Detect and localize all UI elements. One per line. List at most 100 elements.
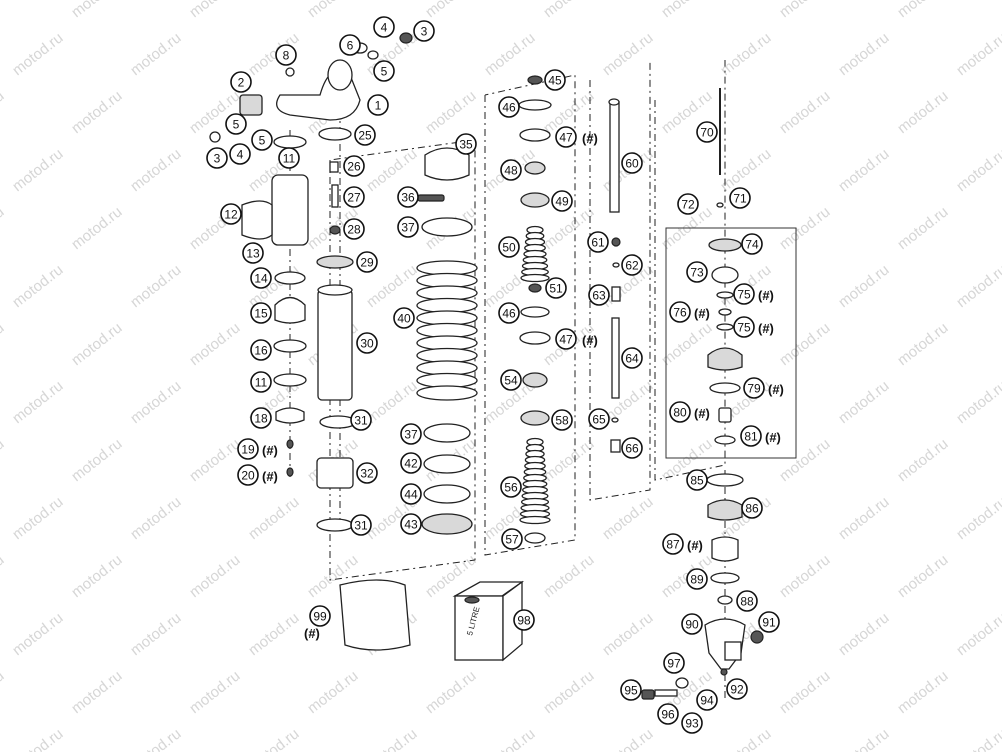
svg-text:35: 35 [459,138,473,152]
note-marker-20: (#) [262,469,278,484]
svg-text:65: 65 [592,413,606,427]
svg-text:79: 79 [747,382,761,396]
callout-30: 30 [356,332,378,354]
callout-90: 90 [681,613,703,635]
svg-text:98: 98 [517,614,531,628]
svg-text:15: 15 [254,307,268,321]
svg-text:12: 12 [224,208,238,222]
callout-44: 44 [400,483,422,505]
spring-coil [416,385,478,401]
callout-93: 93 [681,712,703,734]
svg-text:28: 28 [347,223,361,237]
callout-85: 85 [686,469,708,491]
callout-11: 11 [278,147,300,169]
callout-5: 5 [251,129,273,151]
callout-5: 5 [373,60,395,82]
note-marker-87: (#) [687,538,703,553]
note-marker-47: (#) [582,333,598,348]
svg-text:4: 4 [381,21,388,35]
svg-text:6: 6 [347,39,354,53]
svg-text:89: 89 [690,573,704,587]
svg-text:29: 29 [360,256,374,270]
callout-27: 27 [343,186,365,208]
callout-3: 3 [413,20,435,42]
note-marker-47: (#) [582,131,598,146]
callout-42: 42 [400,452,422,474]
callout-98: 98 [513,609,535,631]
spring-column-parts [416,147,478,535]
callout-48: 48 [500,159,522,181]
svg-text:76: 76 [673,306,687,320]
callout-15: 15 [250,302,272,324]
svg-text:27: 27 [347,191,361,205]
callout-35: 35 [455,133,477,155]
callout-26: 26 [343,155,365,177]
svg-text:99: 99 [313,610,327,624]
svg-text:32: 32 [360,467,374,481]
callout-31: 31 [350,409,372,431]
callout-62: 62 [621,254,643,276]
svg-text:36: 36 [401,191,415,205]
callout-2: 2 [230,71,252,93]
callout-20: 20 [237,464,259,486]
note-marker-99: (#) [304,626,320,641]
callout-6: 6 [339,34,361,56]
svg-text:16: 16 [254,344,268,358]
svg-text:43: 43 [404,518,418,532]
svg-text:45: 45 [548,74,562,88]
svg-text:37: 37 [404,428,418,442]
callout-70: 70 [696,121,718,143]
callout-4: 4 [373,16,395,38]
svg-text:74: 74 [745,238,759,252]
svg-text:70: 70 [700,126,714,140]
coil-spring [416,260,478,401]
callout-5: 5 [225,113,247,135]
svg-text:57: 57 [505,533,519,547]
note-marker-19: (#) [262,443,278,458]
callout-96: 96 [657,703,679,725]
svg-text:71: 71 [733,192,747,206]
callout-28: 28 [343,218,365,240]
callout-95: 95 [620,679,642,701]
callout-18: 18 [250,407,272,429]
svg-text:75: 75 [737,288,751,302]
callout-97: 97 [663,652,685,674]
callout-73: 73 [686,261,708,283]
callout-65: 65 [588,408,610,430]
callout-60: 60 [621,152,643,174]
callout-91: 91 [758,611,780,633]
svg-text:80: 80 [673,406,687,420]
svg-text:20: 20 [241,469,255,483]
svg-text:58: 58 [555,414,569,428]
svg-text:14: 14 [254,272,268,286]
callout-61: 61 [587,231,609,253]
right-column-parts [641,88,797,700]
callout-54: 54 [500,369,522,391]
callout-29: 29 [356,251,378,273]
svg-text:64: 64 [625,352,639,366]
callout-49: 49 [551,190,573,212]
svg-text:46: 46 [502,101,516,115]
svg-text:2: 2 [238,76,245,90]
svg-text:44: 44 [404,488,418,502]
left-column-parts [209,32,413,532]
shim-stack-lower [519,437,551,525]
callout-37: 37 [400,423,422,445]
svg-text:5: 5 [381,65,388,79]
callout-63: 63 [588,284,610,306]
svg-text:47: 47 [559,333,573,347]
callout-43: 43 [400,513,422,535]
svg-text:25: 25 [358,129,372,143]
callout-31: 31 [350,514,372,536]
callout-12: 12 [220,203,242,225]
note-marker-80: (#) [694,406,710,421]
svg-text:4: 4 [237,148,244,162]
note-marker-75: (#) [758,288,774,303]
callout-94: 94 [696,689,718,711]
svg-text:3: 3 [214,152,221,166]
callout-36: 36 [397,186,419,208]
svg-text:73: 73 [690,266,704,280]
callout-87: 87 [662,533,684,555]
svg-text:13: 13 [246,247,260,261]
